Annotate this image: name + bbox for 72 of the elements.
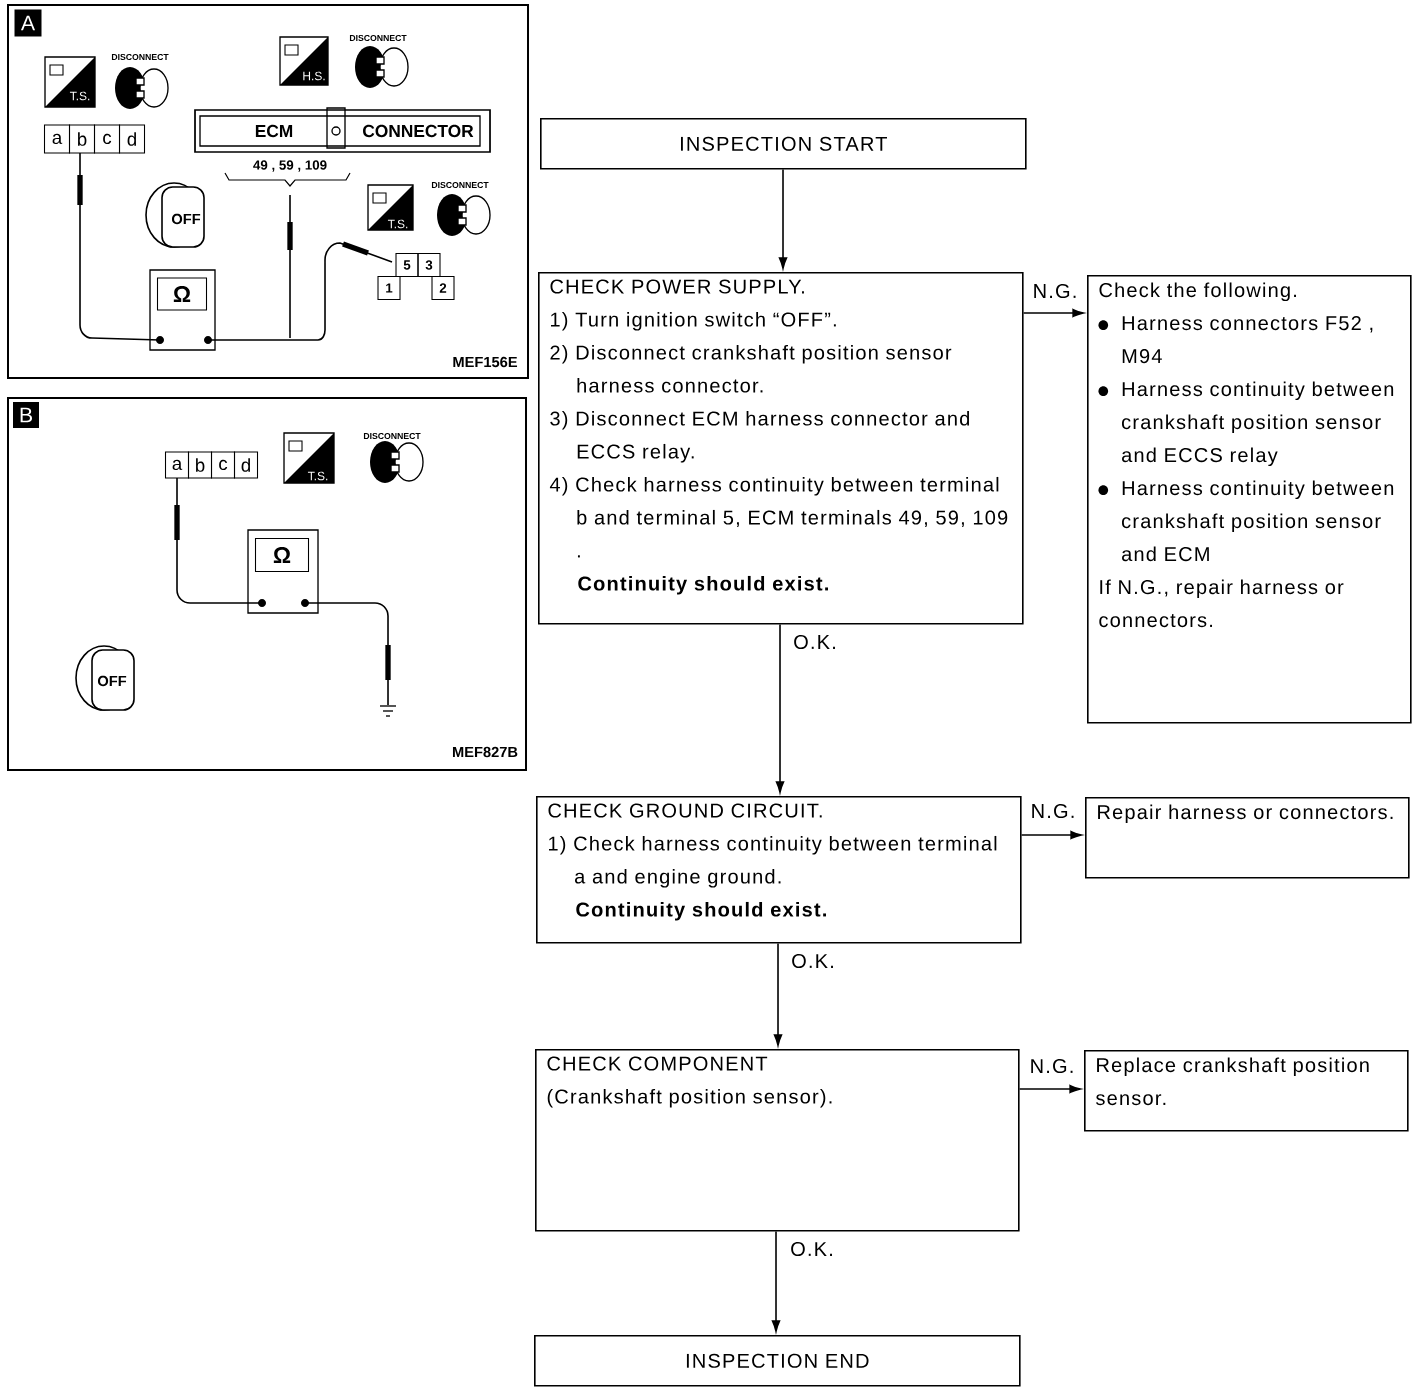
connector-label: CONNECTOR: [363, 124, 474, 138]
pin-cell: 2: [431, 275, 455, 301]
sensor-label: T.S.: [69, 91, 90, 101]
arrow: [1018, 1084, 1081, 1094]
edge-label: O.K.: [791, 633, 839, 651]
disconnect-label: DISCONNECT: [349, 34, 407, 42]
key-label: OFF: [97, 675, 127, 687]
step-text: 2) Disconnect crankshaft position sensor harness connector.: [550, 344, 952, 393]
pin-cell: 5: [395, 252, 419, 278]
terminal-cell: a: [164, 451, 190, 479]
process-box: [535, 1049, 1020, 1232]
sensor-label: H.S.: [303, 71, 325, 81]
step-text: 3) Disconnect ECM harness connector and ECCS relay.: [550, 410, 969, 463]
arrow: [771, 1230, 781, 1332]
meter-display: Ω: [156, 277, 208, 311]
terminal-cell: d: [118, 124, 146, 154]
step-text: CHECK GROUND CIRCUIT.: [548, 803, 822, 818]
key-label: OFF: [171, 213, 201, 225]
panel-letter: A: [14, 9, 42, 37]
terminal-cell: b: [68, 124, 96, 154]
arrow: [1022, 308, 1084, 318]
edge-label: N.G.: [1028, 1057, 1076, 1075]
step-text: Harness connectors F52 , M94: [1122, 316, 1373, 364]
step-text: (Crankshaft position sensor).: [547, 1088, 832, 1108]
edge-label: N.G.: [1031, 282, 1079, 300]
step-text: Continuity should exist.: [576, 901, 826, 921]
process-box: [1084, 1050, 1409, 1132]
sensor-label: T.S.: [307, 471, 328, 481]
arrow: [778, 168, 788, 269]
arrow: [775, 623, 785, 793]
step-text: Repair harness or connectors.: [1098, 804, 1393, 824]
figure-code: MEF827B: [453, 746, 518, 758]
edge-label: O.K.: [788, 1240, 836, 1258]
pin-cell: 3: [417, 252, 441, 278]
step-text: INSPECTION END: [686, 1353, 869, 1368]
terminal-cell: d: [233, 451, 259, 479]
terminal-numbers: 49 , 59 , 109: [253, 160, 327, 172]
step-text: Harness continuity between crankshaft position sensor and ECCS relay: [1122, 381, 1394, 467]
step-text: Check the following.: [1099, 282, 1296, 302]
step-text: 4) Check harness continuity between terminal b and terminal 5, ECM terminals 49, 59, 109 .: [549, 476, 1008, 558]
arrow: [1020, 830, 1082, 840]
disconnect-label: DISCONNECT: [111, 53, 169, 61]
terminal-cell: c: [93, 124, 121, 154]
figure-code: MEF156E: [453, 356, 518, 368]
process-box: [1087, 275, 1412, 724]
step-text: INSPECTION START: [681, 136, 887, 151]
step-text: 1) Turn ignition switch “OFF”.: [551, 311, 836, 331]
terminal-cell: b: [187, 451, 213, 479]
process-box: [538, 272, 1024, 625]
step-text: If N.G., repair harness or connectors.: [1099, 579, 1344, 628]
sensor-label: T.S.: [387, 219, 408, 229]
step-text: Harness continuity between crankshaft position sensor and ECM: [1122, 480, 1394, 562]
terminal-cell: a: [43, 124, 71, 154]
arrow: [773, 942, 783, 1046]
pin-cell: 1: [377, 275, 401, 301]
panel-letter: B: [13, 402, 39, 428]
process-box: [534, 1335, 1021, 1387]
disconnect-label: DISCONNECT: [431, 181, 489, 189]
process-box: [1085, 797, 1410, 879]
process-box: [536, 796, 1022, 944]
edge-label: O.K.: [789, 952, 837, 970]
meter-display: Ω: [254, 537, 310, 573]
step-text: Continuity should exist.: [578, 575, 828, 595]
connector-label: ECM: [255, 124, 293, 138]
step-text: CHECK POWER SUPPLY.: [550, 279, 804, 294]
step-text: 1) Check harness continuity between terminal a and engine ground.: [549, 835, 997, 888]
step-text: Replace crankshaft position sensor.: [1096, 1057, 1369, 1106]
process-box: [540, 118, 1027, 170]
terminal-cell: c: [210, 451, 236, 479]
step-text: CHECK COMPONENT: [547, 1056, 768, 1071]
disconnect-label: DISCONNECT: [363, 432, 421, 440]
edge-label: N.G.: [1029, 802, 1077, 820]
